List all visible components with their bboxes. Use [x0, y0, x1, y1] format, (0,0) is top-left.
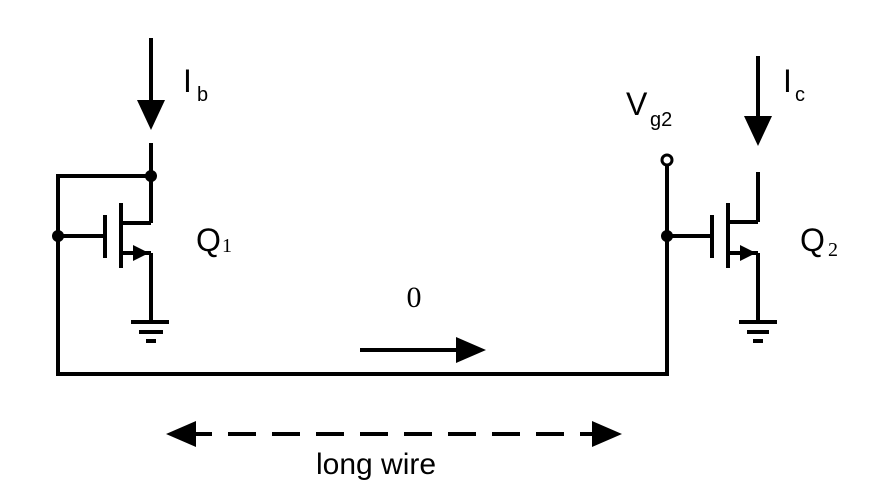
q1-drain-node [145, 170, 157, 182]
wire-current-arrow [360, 337, 486, 363]
long-wire-caption: long wire [316, 448, 436, 481]
current-value-label: 0 [407, 281, 422, 314]
q2-label-sub: 2 [828, 239, 838, 261]
q1-gate-node [52, 230, 64, 242]
q1-transistor [58, 143, 153, 320]
vg2-label-sub: g2 [650, 109, 672, 131]
q1-ground-icon [131, 320, 169, 343]
span-right-arrowhead [592, 421, 622, 447]
ic-label: I c [783, 63, 805, 106]
q2-transistor [667, 172, 760, 320]
ic-label-sub: c [795, 84, 805, 106]
q1-source-arrow [133, 245, 149, 261]
q1-label-main: Q [196, 222, 221, 258]
ic-current-arrow [744, 56, 772, 146]
ic-label-main: I [783, 63, 792, 99]
ib-label: I b [183, 63, 208, 106]
q2-source-arrow [740, 245, 756, 261]
q2-label: Q 2 [800, 222, 838, 261]
vg2-label-main: V [626, 86, 648, 122]
span-left-arrowhead [166, 421, 196, 447]
q1-label: Q 1 [196, 222, 232, 258]
ib-label-sub: b [197, 84, 208, 106]
ib-label-main: I [183, 63, 192, 99]
q2-label-main: Q [800, 222, 825, 258]
vg2-terminal [660, 153, 674, 167]
q1-label-sub: 1 [222, 235, 232, 257]
vg2-label: V g2 [626, 86, 672, 131]
ib-current-arrow [137, 38, 165, 130]
q2-ground-icon [739, 320, 777, 343]
